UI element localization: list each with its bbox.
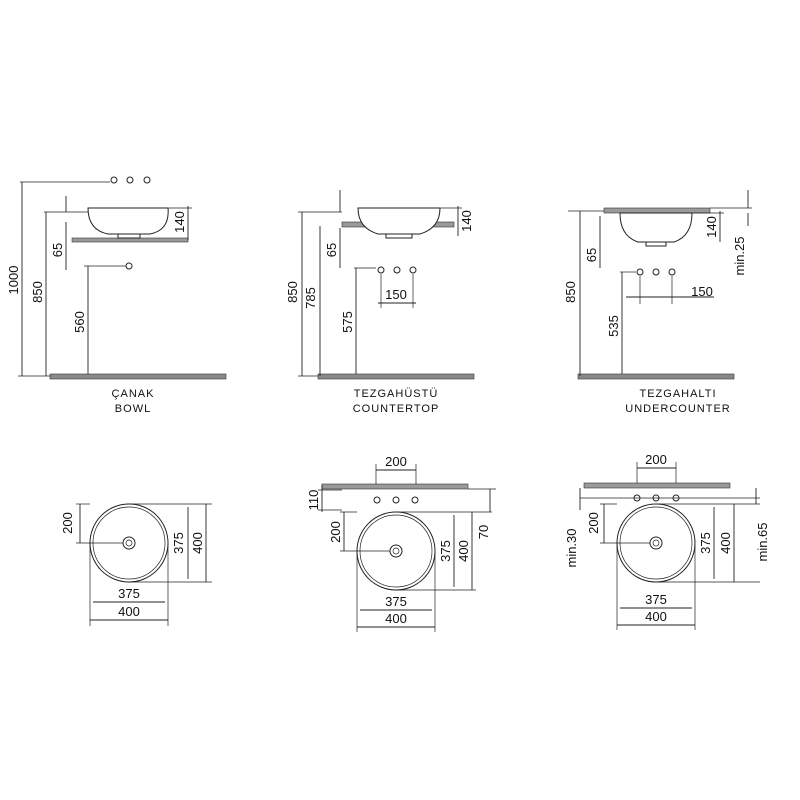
caption-bowl-tr: ÇANAK <box>112 388 155 400</box>
dim-140: 140 <box>172 211 187 233</box>
dim-140: 140 <box>459 210 474 232</box>
dim-150: 150 <box>385 287 407 302</box>
tap-hole <box>652 268 660 276</box>
dim-575: 575 <box>340 311 355 333</box>
bowl-side-view <box>619 212 693 243</box>
dim-200: 200 <box>60 512 75 534</box>
dim-70: 70 <box>476 525 491 539</box>
drain <box>645 241 667 247</box>
dim-200-top: 200 <box>385 454 407 469</box>
dim-400-vertical: 400 <box>190 532 205 554</box>
dim-min25: min.25 <box>732 236 747 275</box>
drain-inner <box>652 539 660 547</box>
bowl-plan: 200 375 400 375 400 <box>60 503 212 626</box>
countertop-plan: 200 110 200 375 400 70 375 <box>306 454 496 632</box>
dim-375-vertical: 375 <box>438 540 453 562</box>
dim-min30: min.30 <box>564 528 579 567</box>
dim-400-horizontal: 400 <box>385 611 407 626</box>
dim-850: 850 <box>563 281 578 303</box>
caption-countertop-en: COUNTERTOP <box>353 403 440 415</box>
tap-hole <box>377 266 385 274</box>
dim-400-vertical: 400 <box>456 540 471 562</box>
drain-inner <box>125 539 133 547</box>
caption-bowl-en: BOWL <box>115 403 151 415</box>
undercounter-elevation: 850 65 140 min.25 535 150 TEZGAHALTI UND… <box>563 190 752 415</box>
dim-110: 110 <box>306 490 321 511</box>
dim-min65: min.65 <box>755 522 770 561</box>
floor <box>317 373 475 380</box>
waste-outlet <box>125 262 133 270</box>
dim-375-horizontal: 375 <box>645 592 667 607</box>
dim-400-horizontal: 400 <box>118 604 140 619</box>
tap-hole <box>392 496 400 504</box>
bowl-side-view <box>87 207 169 235</box>
tap-hole <box>126 176 134 184</box>
counter-slab <box>71 237 189 243</box>
tap-hole <box>143 176 151 184</box>
dim-535: 535 <box>606 315 621 337</box>
tap-hole <box>411 496 419 504</box>
dim-140: 140 <box>704 216 719 238</box>
drain <box>385 233 413 239</box>
floor <box>49 373 227 380</box>
tap-hole <box>636 268 644 276</box>
dim-65: 65 <box>584 248 599 262</box>
undercounter-plan: 200 min.30 200 375 400 min.65 375 <box>564 452 770 630</box>
dim-1000: 1000 <box>6 266 21 295</box>
caption-undercounter-tr: TEZGAHALTI <box>639 388 716 400</box>
dim-850: 850 <box>285 281 300 303</box>
dim-785: 785 <box>303 287 318 309</box>
drain <box>649 536 663 550</box>
tap-hole <box>409 266 417 274</box>
counter-slab <box>321 483 469 490</box>
dim-200: 200 <box>586 512 601 534</box>
tap-hole <box>393 266 401 274</box>
dim-375-vertical: 375 <box>171 532 186 554</box>
dim-65: 65 <box>50 243 65 257</box>
dim-850: 850 <box>30 281 45 303</box>
dim-200: 200 <box>328 521 343 543</box>
dim-400-vertical: 400 <box>718 532 733 554</box>
dim-375-vertical: 375 <box>698 532 713 554</box>
countertop-elevation: 850 785 65 140 575 150 TEZGAHÜSTÜ COUNTE… <box>285 190 475 415</box>
tap-hole <box>110 176 118 184</box>
dim-560: 560 <box>72 311 87 333</box>
dim-200-top: 200 <box>645 452 667 467</box>
caption-countertop-tr: TEZGAHÜSTÜ <box>354 388 439 400</box>
dim-375-horizontal: 375 <box>118 586 140 601</box>
drain <box>117 233 141 239</box>
bowl-elevation: 1000 850 65 140 560 ÇANAK BOWL <box>6 176 227 415</box>
drain-inner <box>392 547 400 555</box>
tap-hole <box>373 496 381 504</box>
caption-undercounter-en: UNDERCOUNTER <box>625 403 731 415</box>
dim-65: 65 <box>324 243 339 257</box>
dim-375-horizontal: 375 <box>385 594 407 609</box>
drain <box>122 536 136 550</box>
bowl-side-view <box>357 207 441 235</box>
dim-150: 150 <box>691 284 713 299</box>
dim-400-horizontal: 400 <box>645 609 667 624</box>
drain <box>389 544 403 558</box>
counter-slab <box>603 207 711 214</box>
counter-slab <box>583 482 731 489</box>
floor <box>577 373 735 380</box>
tap-hole <box>668 268 676 276</box>
